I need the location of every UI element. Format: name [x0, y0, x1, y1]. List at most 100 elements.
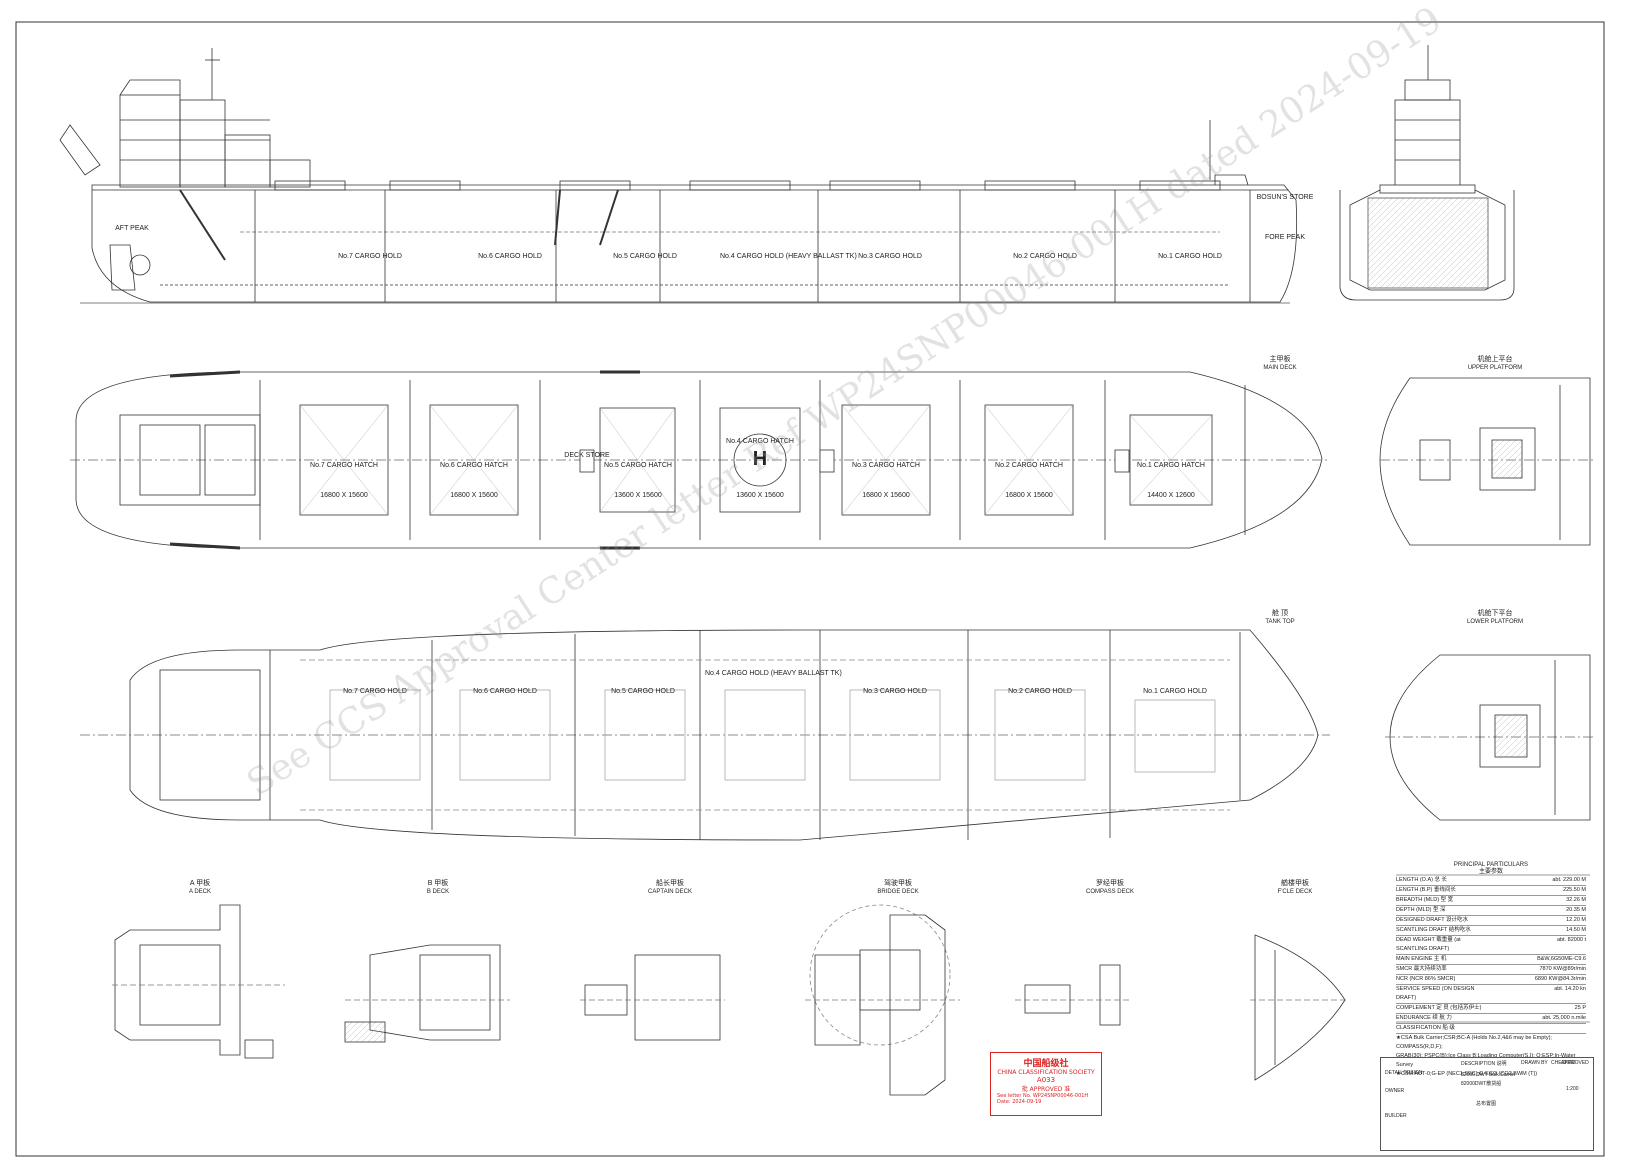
tb-checked: CHECKED [1551, 1060, 1576, 1066]
profile-hold-label: No.6 CARGO HOLD [478, 253, 542, 260]
tank-top-hold-label: No.3 CARGO HOLD [863, 688, 927, 695]
view-title-en: LOWER PLATFORM [1467, 619, 1523, 625]
stamp-date-label: Date: [997, 1099, 1011, 1105]
upper-platform-plan [1379, 377, 1595, 546]
view-title-en: B DECK [426, 889, 450, 895]
particulars-key: BREADTH (MLD) 型 宽 [1396, 897, 1454, 903]
hatch-size: 16800 X 15600 [1005, 492, 1053, 499]
tank-top-hold-label: No.7 CARGO HOLD [343, 688, 407, 695]
view-title-compass-deck: 罗经甲板 COMPASS DECK [1075, 880, 1145, 896]
particulars-value: abt. 25,000 n.mile [1542, 1015, 1586, 1021]
particulars-key: LENGTH (O.A) 总 长 [1396, 877, 1448, 883]
hatch-label: No.1 CARGO HATCH [1137, 462, 1205, 469]
stamp-date-row: Date: 2024-09-19 [991, 1099, 1101, 1105]
main-deck-plan [70, 370, 1330, 550]
class-note: GRAB(30); PSPC(B);Ice Class B;Loading Co… [1396, 1053, 1576, 1068]
tb-drawn: DRAWN BY [1521, 1060, 1548, 1066]
view-title-cn: A 甲板 [189, 880, 211, 887]
profile-hold-label: No.1 CARGO HOLD [1158, 253, 1222, 260]
view-title-upper-platform: 机舱上平台 UPPER PLATFORM [1455, 356, 1535, 372]
tb-owner: OWNER [1385, 1088, 1405, 1094]
view-title-cn: 机舱上平台 [1477, 356, 1513, 363]
profile-hold-label: No.3 CARGO HOLD [858, 253, 922, 260]
principal-particulars-table: PRINCIPAL PARTICULARS 主要参数 LENGTH (O.A) … [1396, 862, 1586, 1079]
particulars-value: 12.20 M [1566, 917, 1586, 923]
profile-hold-label: No.4 CARGO HOLD (HEAVY BALLAST TK) [720, 253, 857, 260]
sheet-border [15, 21, 1605, 1157]
stamp-letter-row: See letter No. WP24SNP00046-001H [991, 1093, 1101, 1099]
view-title-en: A DECK [188, 889, 211, 895]
particulars-value: 20.35 M [1566, 907, 1586, 913]
view-title-cn: 船长甲板 [656, 880, 684, 887]
tb-project-cn: 82000DWT散货船 [1461, 1081, 1502, 1087]
view-title-lower-platform: 机舱下平台 LOWER PLATFORM [1455, 610, 1535, 626]
hatch-label: No.3 CARGO HATCH [852, 462, 920, 469]
fore-peak-label: FORE PEAK [1264, 234, 1306, 241]
captain-deck-plan [580, 954, 725, 1041]
view-title-cn: 主甲板 [1269, 356, 1291, 363]
view-title-a-deck: A 甲板 A DECK [170, 880, 230, 896]
lower-platform-plan [1385, 654, 1595, 821]
midship-section [1339, 45, 1515, 301]
particulars-value: B&W,6G50ME-C9.6 [1537, 956, 1586, 962]
stamp-society-cn: 中国船级社 [1023, 1059, 1069, 1069]
tank-top-hold-label: No.1 CARGO HOLD [1143, 688, 1207, 695]
particulars-key: ENDURANCE 续 航 力 [1396, 1015, 1452, 1021]
stamp-approved: 批 APPROVED 准 [1021, 1086, 1071, 1093]
particulars-row: COMPLEMENT 定 员 (包括苏伊士) 25 P [1396, 1004, 1586, 1014]
stamp-society-en: CHINA CLASSIFICATION SOCIETY [997, 1069, 1095, 1076]
particulars-value: abt. 82000 t [1556, 937, 1586, 943]
class-note: ★CSM AUT-0;G-EP (NEC1;SEC);G-ECO (CO2,BW… [1396, 1071, 1538, 1077]
title-block: DESCRIPTION 说明 DRAWN BY CHECKED DETAIL D… [1380, 1057, 1594, 1151]
particulars-key: DEAD WEIGHT 载重量 (at SCANTLING DRAFT) [1396, 937, 1461, 952]
tb-drawing: 总布置图 [1476, 1101, 1497, 1107]
particulars-title: PRINCIPAL PARTICULARS [1453, 862, 1529, 868]
tb-approved: APPROVED [1561, 1060, 1589, 1066]
view-title-cn: 机舱下平台 [1477, 610, 1513, 617]
particulars-key: NCR (NCR 86% SMCR) [1396, 976, 1456, 982]
view-title-cn: 艏楼甲板 [1281, 880, 1309, 887]
particulars-value: 25 P [1574, 1005, 1586, 1011]
particulars-row: ENDURANCE 续 航 力 abt. 25,000 n.mile [1396, 1014, 1586, 1024]
particulars-key: SCANTLING DRAFT 结构吃水 [1396, 927, 1471, 933]
particulars-value: 32.26 M [1566, 897, 1586, 903]
hatch-size: 13600 X 15600 [614, 492, 662, 499]
particulars-key: DEPTH (MLD) 型 深 [1396, 907, 1446, 913]
particulars-value: 225.50 M [1563, 887, 1586, 893]
particulars-key: CLASSIFICATION 船 级 [1396, 1025, 1455, 1031]
stamp-date: 2024-09-19 [1012, 1099, 1042, 1105]
tb-builder: BUILDER [1385, 1113, 1407, 1119]
tank-top-plan [80, 629, 1330, 841]
particulars-key: SERVICE SPEED (ON DESIGN DRAFT) [1396, 986, 1475, 1001]
particulars-key: SMCR 最大持续功率 [1396, 966, 1447, 972]
hatch-size: 13600 X 15600 [736, 492, 784, 499]
particulars-value: 6890 KW@84.3r/min [1534, 976, 1586, 982]
view-title-fcle-deck: 艏楼甲板 F'CLE DECK [1265, 880, 1325, 896]
hatch-label: No.2 CARGO HATCH [995, 462, 1063, 469]
tb-description: DESCRIPTION 说明 [1461, 1061, 1507, 1067]
compass-deck-plan [1015, 964, 1130, 1026]
profile-hold-label: No.7 CARGO HOLD [338, 253, 402, 260]
tank-top-hold-label: No.2 CARGO HOLD [1008, 688, 1072, 695]
helideck-mark: H [752, 448, 768, 470]
aft-peak-label: AFT PEAK [115, 225, 149, 232]
hatch-size: 16800 X 15600 [320, 492, 368, 499]
view-title-en: F'CLE DECK [1277, 889, 1313, 895]
particulars-row: SERVICE SPEED (ON DESIGN DRAFT)abt. 14.2… [1396, 985, 1586, 1004]
hatch-size: 14400 X 12600 [1147, 492, 1195, 499]
particulars-value [1491, 1024, 1586, 1033]
view-title-cn: 舱 顶 [1272, 610, 1288, 617]
particulars-key: COMPLEMENT 定 员 (包括苏伊士) [1396, 1005, 1482, 1011]
profile-hold-label: No.5 CARGO HOLD [613, 253, 677, 260]
hatch-size: 16800 X 15600 [862, 492, 910, 499]
view-title-bridge-deck: 驾驶甲板 BRIDGE DECK [868, 880, 928, 896]
tank-top-hold-label: No.5 CARGO HOLD [611, 688, 675, 695]
b-deck-plan [344, 944, 510, 1043]
hatch-label: No.7 CARGO HATCH [310, 462, 378, 469]
particulars-row: CLASSIFICATION 船 级 [1396, 1024, 1586, 1034]
view-title-en: CAPTAIN DECK [648, 889, 692, 895]
